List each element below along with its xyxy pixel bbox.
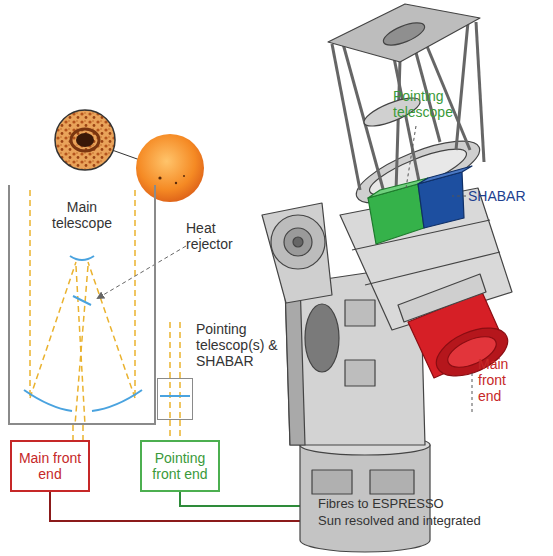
fibre-note: Fibres to ESPRESSO [318, 497, 548, 512]
illustration-part [332, 44, 360, 190]
part-label: Main front end [478, 356, 522, 404]
front-end-box: Pointing front end [140, 440, 220, 492]
node-text: Pointing front end [148, 450, 212, 482]
illustration-part [472, 372, 473, 412]
illustration-part [158, 176, 161, 179]
illustration-part [29, 190, 31, 398]
node-text: Main front end [18, 450, 82, 482]
node-text: Pointing telescop(s) & SHABAR [196, 321, 278, 369]
illustration-part [24, 390, 72, 411]
illustration-part [134, 190, 136, 398]
illustration-part [305, 304, 339, 372]
illustration-part [398, 274, 486, 322]
illustration-part [92, 390, 142, 411]
illustration-part [394, 58, 422, 196]
callout-label: Heat rejector [186, 220, 248, 252]
illustration-part [285, 280, 305, 445]
light-path [73, 425, 83, 440]
illustration-part [406, 126, 416, 188]
illustration-part [370, 470, 414, 494]
illustration-part [328, 4, 480, 62]
illustration-part [476, 22, 484, 162]
illustration-part [345, 300, 375, 326]
telescope-render [262, 4, 515, 552]
illustration-part [183, 175, 185, 177]
illustration-part [271, 215, 325, 269]
illustration-part [55, 110, 115, 170]
part-label: Pointing telescope [393, 88, 465, 120]
illustration-part [180, 492, 310, 506]
mirrors [24, 256, 190, 411]
illustration-part [345, 360, 375, 386]
illustration-part [179, 322, 181, 420]
illustration-part [284, 228, 312, 256]
light-path [170, 420, 180, 440]
illustration-part [136, 134, 204, 202]
telescope-tube: Main telescope [8, 185, 156, 425]
illustration-part [381, 18, 428, 49]
sun-illustration [55, 110, 204, 202]
illustration-part [75, 266, 88, 425]
front-end-box: Main front end [10, 440, 90, 492]
part-label: SHABAR [468, 188, 544, 204]
illustration-part [312, 470, 352, 494]
illustration-part [262, 203, 332, 303]
illustration-part [112, 150, 140, 160]
fibre-lines [50, 492, 310, 521]
illustration-part [293, 237, 303, 247]
leader-lines [406, 126, 472, 412]
illustration-part [50, 492, 310, 521]
illustration-part [169, 322, 171, 420]
fibre-note: Sun resolved and integrated [318, 514, 548, 529]
illustration-part [175, 182, 177, 184]
leader-line [98, 246, 186, 298]
illustration-part [456, 22, 468, 150]
illustration-part [418, 166, 472, 184]
illustration-part [30, 262, 76, 398]
illustration-part [452, 196, 466, 197]
illustration-part [71, 129, 99, 151]
illustration-part [76, 133, 94, 147]
illustration-part [160, 395, 190, 397]
node-text: Main telescope [47, 199, 117, 231]
illustration-part [73, 296, 91, 305]
illustration-part [70, 256, 94, 260]
illustration-part [88, 262, 135, 398]
pointing-telescope-box: Pointing telescop(s) & SHABAR [157, 378, 193, 420]
